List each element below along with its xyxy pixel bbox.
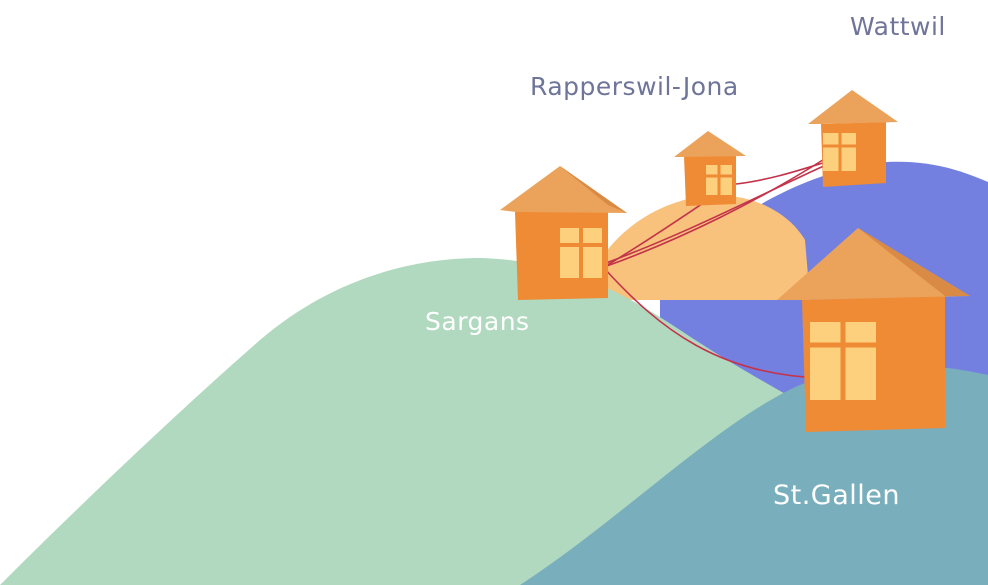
house-sargans (500, 166, 627, 300)
line-rapperswil-wattwil (735, 161, 827, 185)
line-sargans-stgallen (603, 267, 823, 379)
line-sargans-wattwil-2 (605, 164, 827, 264)
place-label-rapperswil: Rapperswil-Jona (530, 72, 739, 101)
place-label-stgallen: St.Gallen (773, 480, 901, 511)
house-wattwil (808, 90, 898, 187)
hill-green (0, 258, 830, 585)
house-stgallen (777, 228, 970, 432)
place-label-sargans: Sargans (425, 307, 530, 336)
connection-lines (603, 157, 827, 379)
house-rapperswil (674, 131, 746, 206)
line-sargans-wattwil (603, 157, 827, 268)
place-label-wattwil: Wattwil (850, 12, 946, 41)
hill-orange (600, 195, 810, 300)
